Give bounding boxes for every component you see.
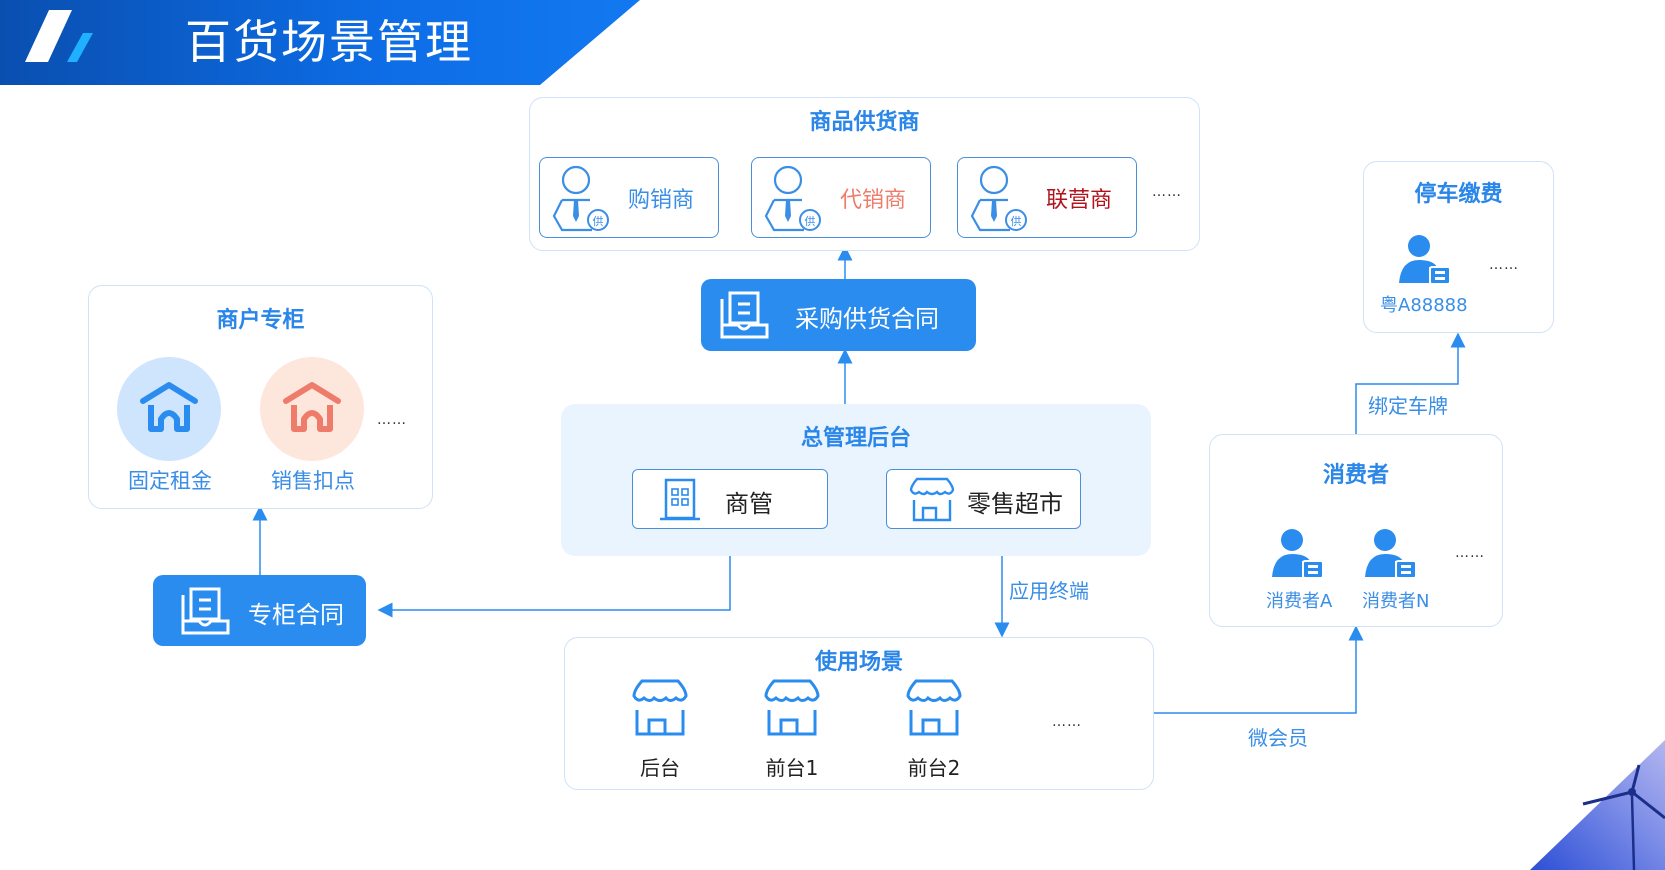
decorative-corner-turbine: [1530, 740, 1665, 870]
sales-commission-item[interactable]: [260, 357, 364, 461]
contract-icon: [181, 587, 230, 635]
page-title: 百货场景管理: [185, 15, 473, 69]
svg-text:供: 供: [1011, 214, 1022, 228]
consumer-n[interactable]: [1365, 527, 1417, 579]
consumer-label: 消费者A: [1266, 591, 1333, 612]
edge-usage-to-consumer: [1153, 625, 1364, 714]
logo-slash-icon: [25, 10, 93, 62]
sales-commission-label: 销售扣点: [271, 469, 355, 493]
store-icon: [764, 679, 820, 736]
purchase-contract-button[interactable]: 采购供货合同: [701, 279, 976, 351]
parking-plate-item[interactable]: [1399, 233, 1451, 285]
usage-scene-backend[interactable]: [632, 678, 688, 738]
fixed-rent-label: 固定租金: [128, 469, 212, 493]
member-card-icon: [1272, 529, 1324, 579]
counter-contract-label: 专柜合同: [248, 601, 344, 629]
edge-label-app-terminal: 应用终端: [1009, 579, 1089, 603]
svg-text:供: 供: [805, 214, 816, 228]
supplier-person-icon: 供: [970, 165, 1027, 232]
house-icon: [283, 382, 341, 432]
supplier-card-purchase-sale[interactable]: 供 购销商: [539, 157, 719, 238]
building-icon: [660, 478, 700, 521]
parking-plate-label: 粤A88888: [1380, 295, 1468, 316]
parking-card: 停车缴费: [1363, 161, 1554, 333]
consumers-card: 消费者: [1209, 434, 1503, 627]
purchase-contract-label: 采购供货合同: [795, 305, 939, 333]
usage-scenes-more: ……: [1052, 714, 1082, 730]
merchant-counter-title: 商户专柜: [216, 308, 305, 333]
supplier-person-icon: 供: [764, 165, 821, 232]
usage-scene-front-2[interactable]: [906, 678, 962, 738]
edge-consumer-to-parking: [1355, 332, 1466, 434]
supplier-card-consignment[interactable]: 供 代销商: [751, 157, 931, 238]
supplier-label: 购销商: [628, 188, 695, 213]
header-banner: 百货场景管理: [0, 0, 640, 85]
usage-scene-label: 前台2: [907, 756, 961, 780]
suppliers-title: 商品供货商: [809, 110, 920, 135]
edge-label-bind-plate: 绑定车牌: [1368, 394, 1448, 418]
mall-management-label: 商管: [725, 490, 773, 518]
store-icon: [909, 477, 955, 522]
supplier-card-joint-operation[interactable]: 供 联营商: [957, 157, 1137, 238]
merchant-counter-more: ……: [377, 412, 407, 428]
store-icon: [632, 679, 688, 736]
consumer-label: 消费者N: [1362, 591, 1430, 612]
suppliers-more: ……: [1152, 184, 1182, 200]
consumers-title: 消费者: [1322, 463, 1389, 488]
fixed-rent-item[interactable]: [117, 357, 221, 461]
consumer-a[interactable]: [1272, 527, 1324, 579]
management-title: 总管理后台: [800, 426, 911, 451]
usage-scene-front-1[interactable]: [764, 678, 820, 738]
store-icon: [906, 679, 962, 736]
retail-supermarket-item[interactable]: 零售超市: [886, 469, 1081, 529]
parking-title: 停车缴费: [1414, 182, 1503, 207]
usage-scenes-card: 使用场景: [564, 637, 1154, 790]
supplier-person-icon: 供: [552, 165, 609, 232]
member-card-icon: [1365, 529, 1417, 579]
counter-contract-button[interactable]: 专柜合同: [153, 575, 366, 646]
member-card-icon: [1399, 235, 1451, 285]
parking-more: ……: [1489, 257, 1519, 273]
consumers-more: ……: [1455, 545, 1485, 561]
wind-turbine-icon: [1582, 764, 1665, 870]
retail-supermarket-label: 零售超市: [967, 490, 1063, 518]
supplier-label: 联营商: [1046, 188, 1113, 213]
supplier-label: 代销商: [840, 188, 907, 213]
mall-management-item[interactable]: 商管: [632, 469, 828, 529]
usage-scene-label: 后台: [640, 756, 680, 780]
contract-icon: [720, 291, 769, 339]
usage-scene-label: 前台1: [765, 756, 819, 780]
edge-label-micro-member: 微会员: [1248, 726, 1308, 750]
house-icon: [140, 382, 198, 432]
svg-text:供: 供: [593, 214, 604, 228]
usage-scenes-title: 使用场景: [814, 650, 903, 675]
